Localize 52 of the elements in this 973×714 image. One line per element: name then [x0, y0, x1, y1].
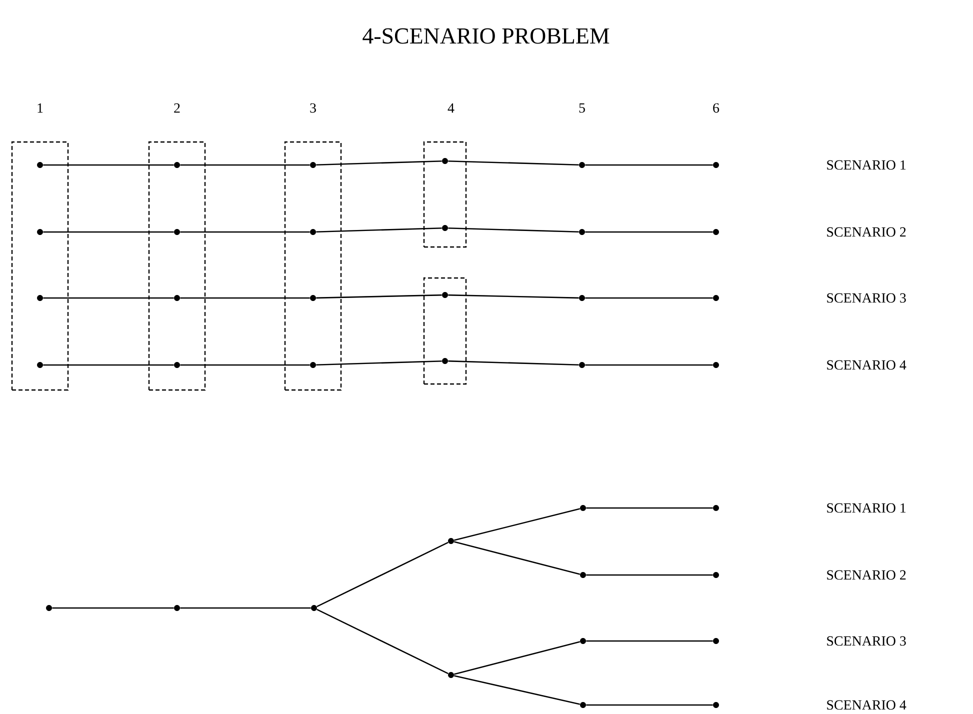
line — [448, 360, 579, 366]
line — [180, 297, 310, 299]
stage-number: 1 — [38, 103, 43, 113]
scenario-label: SCENARIO 2 — [827, 570, 906, 580]
line — [43, 231, 174, 233]
scenario-label: SCENARIO 2 — [827, 227, 906, 237]
line — [316, 360, 442, 366]
line — [585, 164, 713, 166]
line — [454, 641, 580, 675]
line — [448, 294, 579, 299]
line — [180, 231, 310, 233]
line — [316, 608, 448, 674]
dashed-box — [423, 277, 467, 385]
stage-number: 2 — [174, 103, 180, 113]
stage-number: 3 — [310, 103, 316, 113]
stage-number: 4 — [448, 103, 454, 113]
line — [316, 294, 442, 299]
line — [454, 508, 580, 541]
line — [180, 164, 310, 166]
scenario-label: SCENARIO 1 — [827, 503, 906, 513]
line — [316, 160, 442, 166]
line — [448, 227, 579, 233]
line — [448, 160, 579, 166]
dashed-box — [284, 141, 342, 391]
scenario-label: SCENARIO 1 — [827, 160, 906, 170]
line — [316, 227, 442, 233]
title: 4-SCENARIO PROBLEM — [362, 28, 610, 44]
dashed-box — [148, 141, 206, 391]
line — [586, 507, 713, 509]
dashed-box — [11, 141, 69, 391]
stage-number: 5 — [579, 103, 585, 113]
line — [43, 164, 174, 166]
line — [585, 231, 713, 233]
scenario-label: SCENARIO 4 — [827, 360, 906, 370]
line — [586, 574, 713, 576]
line — [43, 364, 174, 366]
line — [586, 704, 713, 706]
line — [586, 640, 713, 642]
line — [180, 607, 311, 609]
scenario-label: SCENARIO 3 — [827, 293, 906, 303]
line — [316, 542, 448, 608]
scenario-label: SCENARIO 3 — [827, 636, 906, 646]
line — [454, 541, 580, 575]
dashed-box — [423, 141, 467, 248]
stage-number: 6 — [713, 103, 720, 113]
line — [52, 607, 174, 609]
line — [43, 297, 174, 299]
scenario-label: SCENARIO 4 — [827, 700, 906, 710]
line — [454, 675, 580, 705]
line — [585, 364, 713, 366]
line — [585, 297, 713, 299]
line — [180, 364, 310, 366]
